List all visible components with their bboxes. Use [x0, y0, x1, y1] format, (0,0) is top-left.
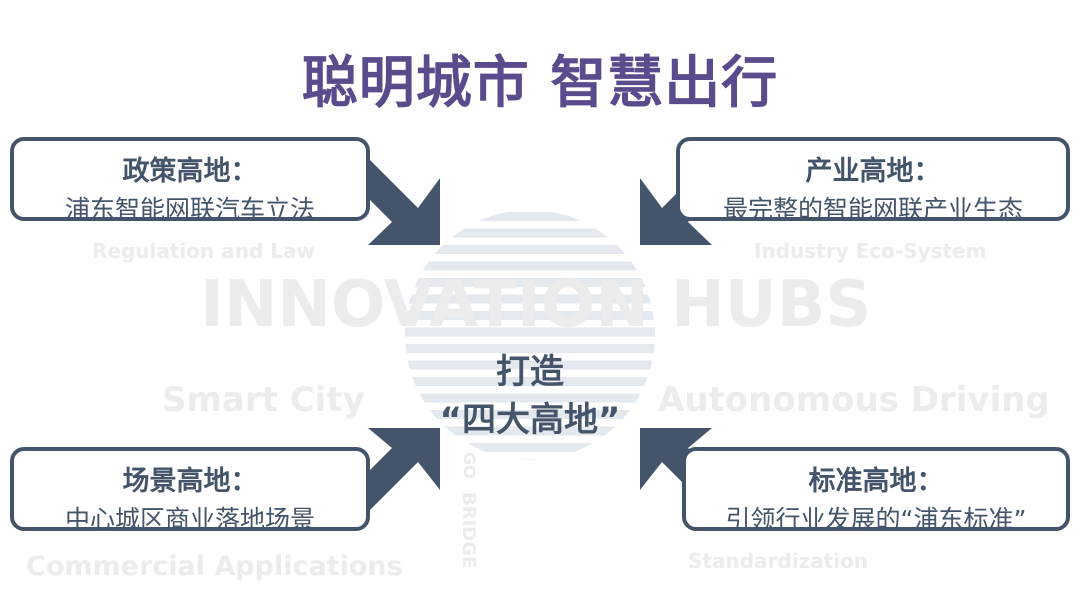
circle-stripe — [405, 311, 655, 320]
circle-stripe — [405, 261, 655, 271]
caption-scenario: Commercial Applications — [26, 551, 403, 582]
caption-policy: Regulation and Law — [92, 239, 315, 263]
box-heading: 产业高地： — [805, 156, 941, 187]
circle-stripe — [405, 278, 655, 287]
box-policy: 政策高地： 浦东智能网联汽车立法 — [10, 137, 370, 224]
box-heading: 标准高地： — [808, 466, 944, 497]
circle-stripe — [405, 393, 655, 403]
circle-stripe — [405, 426, 655, 436]
arrow-bottom-left — [350, 428, 440, 520]
circle-stripe — [405, 327, 655, 337]
watermark-left: Smart City — [162, 380, 365, 420]
watermark-vertical-bottom: BRIDGE — [458, 492, 479, 569]
center-line2: “四大高地” — [439, 400, 621, 440]
watermark-main: INNOVATION HUBS — [200, 268, 872, 342]
box-text: 中心城区商业落地场景 — [64, 505, 315, 534]
striped-circle — [405, 212, 655, 460]
page-title: 聪明城市 智慧出行 — [301, 51, 779, 116]
box-scenario: 场景高地： 中心城区商业落地场景 — [10, 447, 370, 534]
center-line1: 打造 — [496, 352, 564, 392]
box-text: 浦东智能网联汽车立法 — [64, 195, 315, 224]
circle-stripe — [405, 377, 655, 386]
circle-stripe — [405, 360, 655, 370]
watermark-vertical-top: GO — [460, 452, 479, 479]
box-industry: 产业高地： 最完整的智能网联产业生态 — [676, 137, 1070, 224]
circle-stripe — [405, 245, 655, 254]
caption-standard: Standardization — [688, 549, 869, 573]
circle-stripe — [405, 212, 655, 221]
box-text: 最完整的智能网联产业生态 — [722, 195, 1023, 224]
caption-industry: Industry Eco-System — [754, 239, 987, 263]
circle-stripe — [405, 294, 655, 304]
circle-stripe — [405, 344, 655, 353]
box-standard: 标准高地： 引领行业发展的“浦东标准” — [682, 447, 1070, 534]
circle-stripe — [405, 410, 655, 419]
center-label: 打造 “四大高地” — [380, 348, 680, 444]
box-heading: 场景高地： — [122, 466, 258, 497]
circle-stripe — [405, 228, 655, 238]
circle-stripe — [405, 459, 655, 460]
circle-stripe — [405, 443, 655, 452]
watermark-right: Autonomous Driving — [658, 380, 1050, 420]
box-text: 引领行业发展的“浦东标准” — [725, 505, 1027, 534]
arrow-top-left — [350, 150, 440, 245]
box-heading: 政策高地： — [122, 156, 258, 187]
